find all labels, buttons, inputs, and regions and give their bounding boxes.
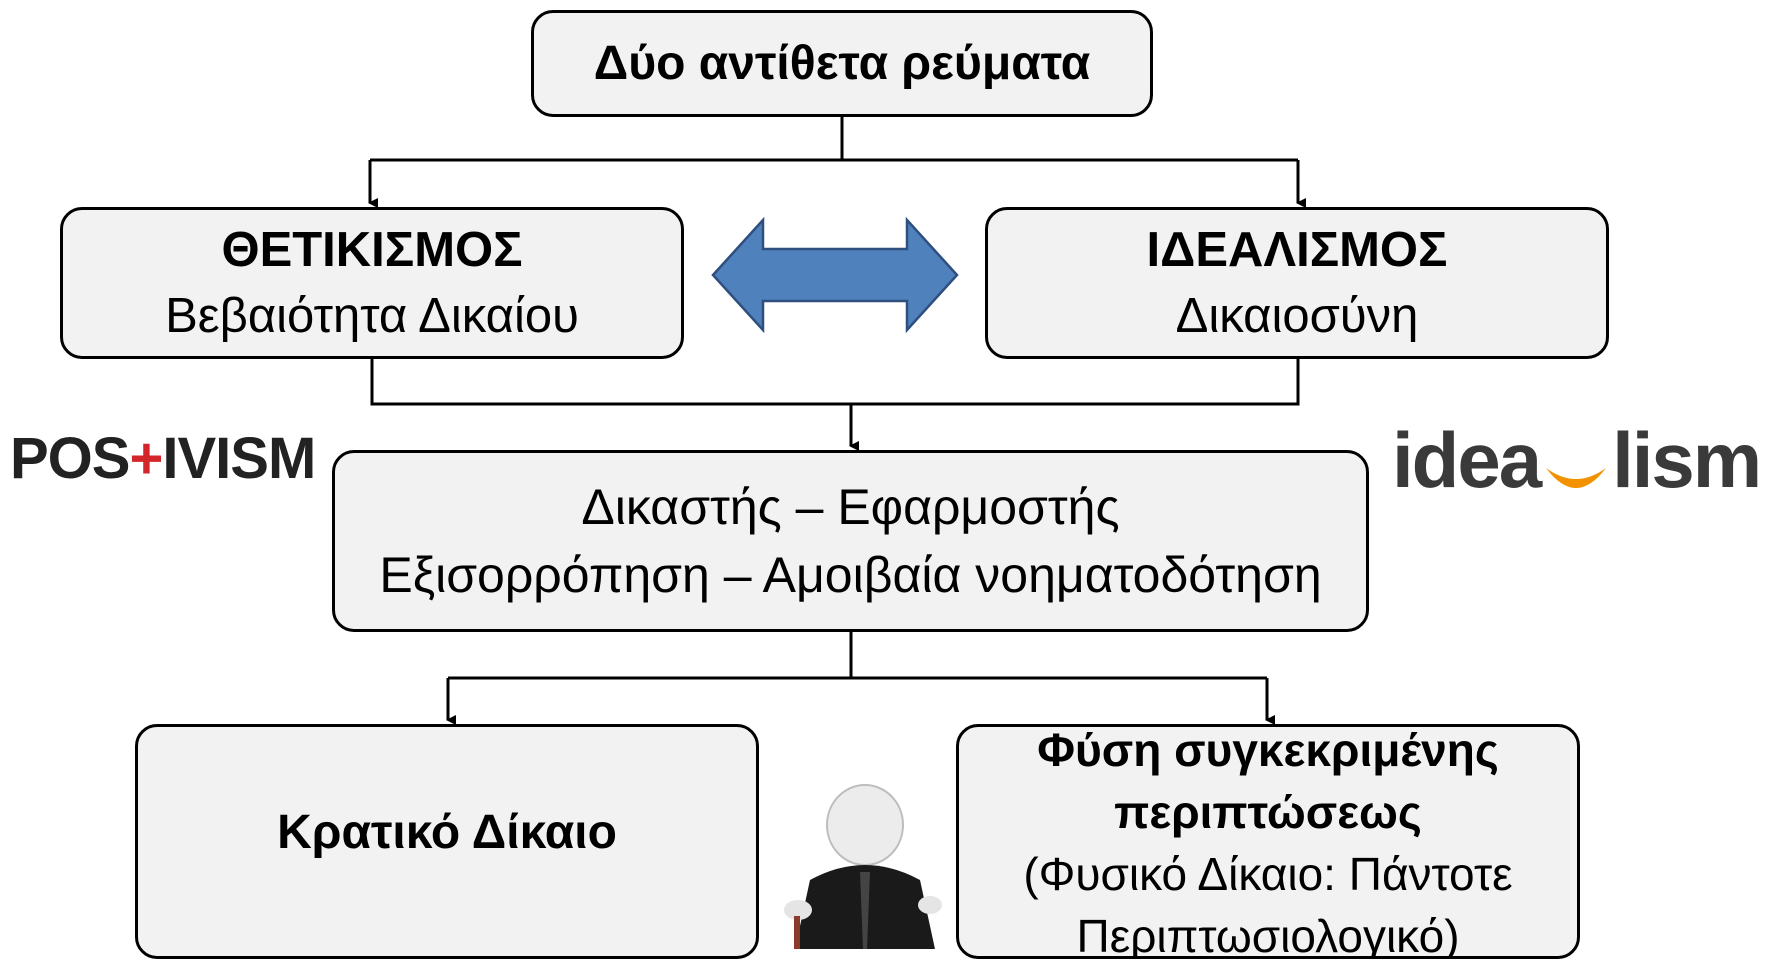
connector-bottom [448,632,1267,680]
idealism-logo-part1: idea [1392,416,1542,504]
case-title-2: περιπτώσεως [1114,786,1422,838]
judge-line-2: Εξισορρόπηση – Αμοιβαία νοηματοδότηση [379,547,1322,603]
state-law-text: Κρατικό Δίκαιο [277,806,617,859]
positivism-subtitle: Βεβαιότητα Δικαίου [165,289,579,343]
case-note-1: (Φυσικό Δίκαιο: Πάντοτε [1023,848,1513,900]
positivism-title: ΘΕΤΙΚΙΣΜΟΣ [221,223,523,277]
double-arrow [711,216,959,334]
connector-top [370,117,1298,162]
positivism-logo-cross: + [129,426,164,491]
idealism-subtitle: Δικαιοσύνη [1175,289,1419,343]
case-title-1: Φύση συγκεκριμένης [1037,724,1499,776]
positivism-logo: POS+IVISM [10,425,317,492]
connector-merge [370,359,1300,406]
idealism-logo-part2: lism [1612,416,1762,504]
judge-box: Δικαστής – Εφαρμοστής Εξισορρόπηση – Αμο… [332,450,1369,632]
positivism-logo-part2: I [162,426,178,491]
smile-icon [1546,468,1607,488]
positivism-logo-part1: POS [10,426,130,491]
title-text: Δύο αντίθετα ρεύματα [593,37,1091,90]
title-box: Δύο αντίθετα ρεύματα [531,10,1153,117]
idealism-title: ΙΔΕΑΛΙΣΜΟΣ [1146,223,1448,277]
case-nature-box: Φύση συγκεκριμένης περιπτώσεως (Φυσικό Δ… [956,724,1580,959]
positivism-logo-part3: VISM [177,426,317,491]
case-note-2: Περιπτωσιολογικό) [1076,910,1460,959]
judge-figure-icon [784,784,942,949]
state-law-box: Κρατικό Δίκαιο [135,724,759,959]
idealism-logo: idea lism [1392,415,1762,506]
positivism-box: ΘΕΤΙΚΙΣΜΟΣ Βεβαιότητα Δικαίου [60,207,684,359]
judge-line-1: Δικαστής – Εφαρμοστής [581,479,1120,535]
idealism-box: ΙΔΕΑΛΙΣΜΟΣ Δικαιοσύνη [985,207,1609,359]
